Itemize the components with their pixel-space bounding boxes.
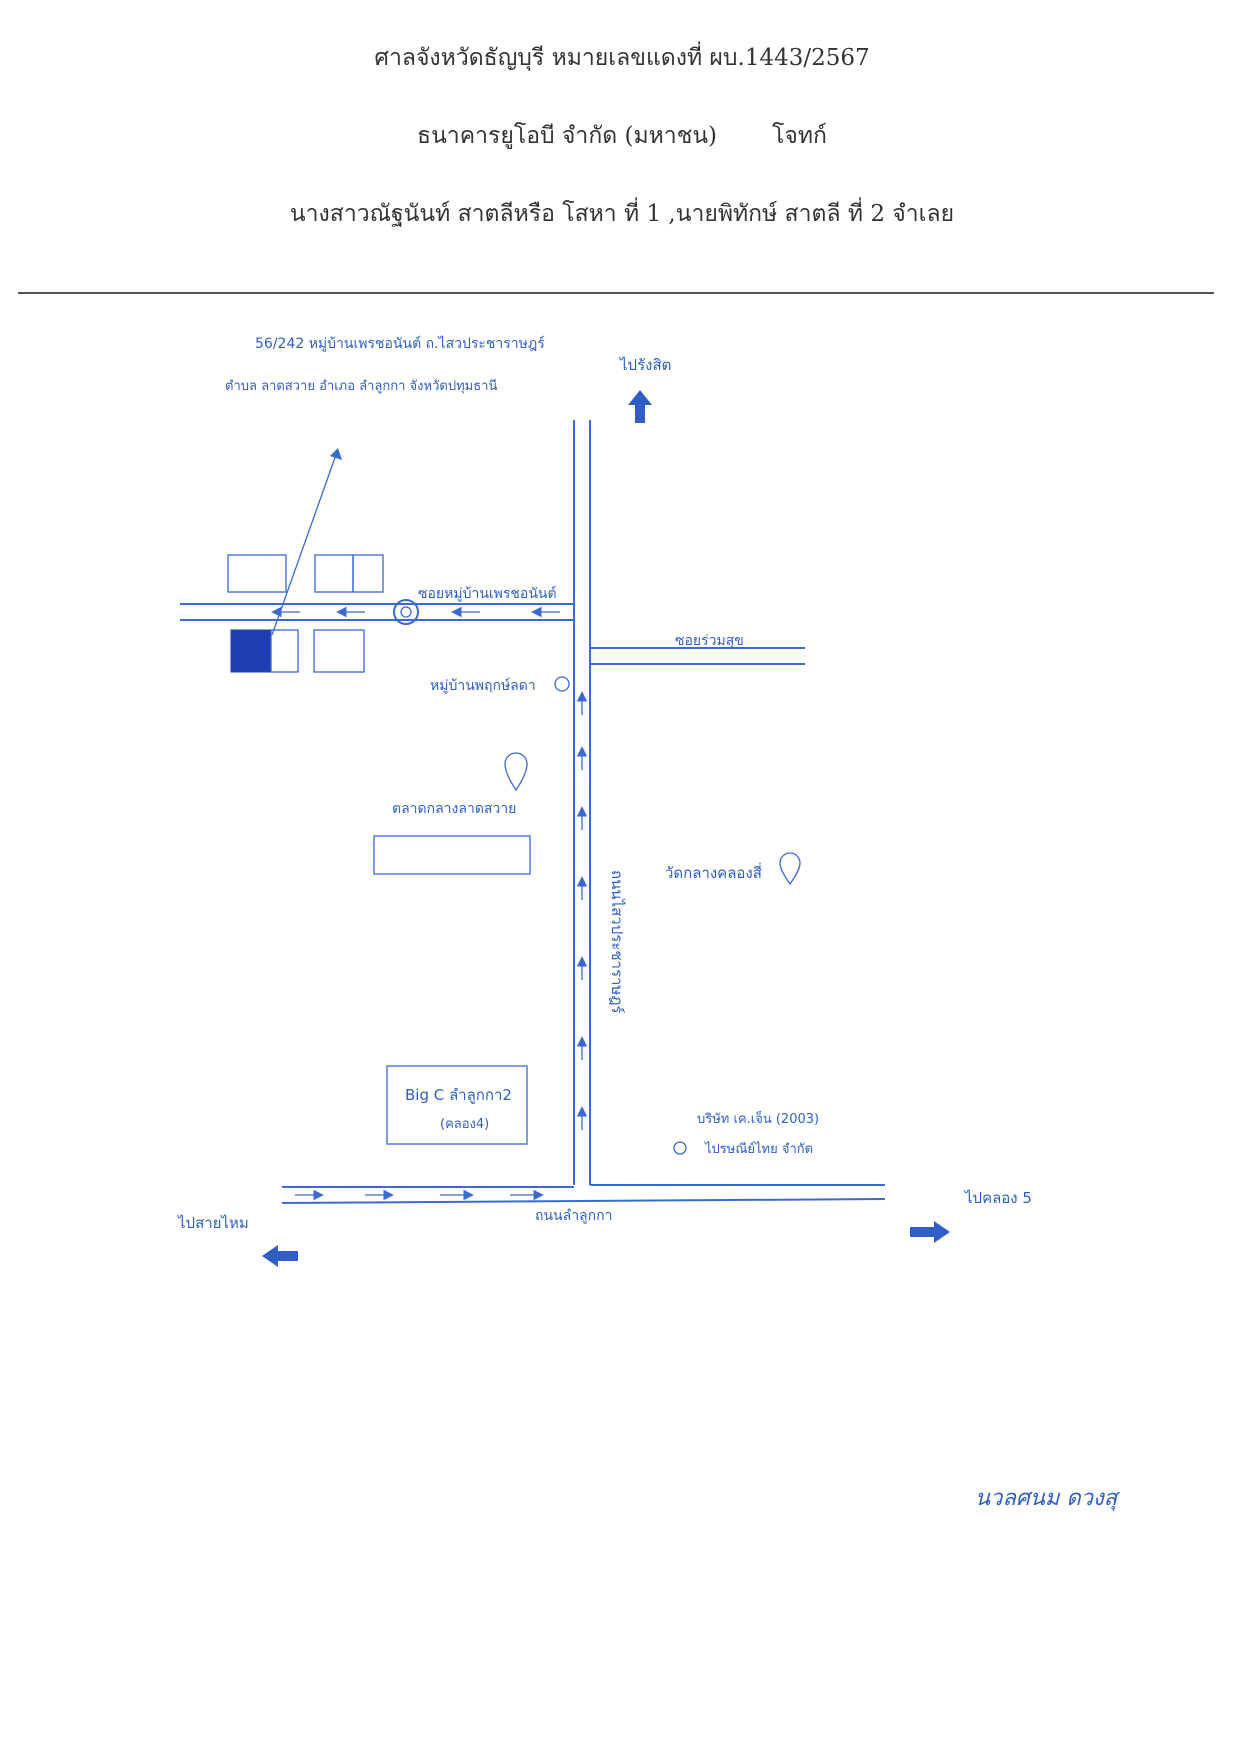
- to-north-label: ไปรังสิต: [619, 356, 671, 374]
- house-block: [314, 554, 354, 593]
- pointer-line: [271, 451, 338, 636]
- header-divider: [18, 292, 1214, 294]
- address-line1: 56/242 หมู่บ้านเพรชอนันต์ ถ.ไสวประชาราษฎ…: [255, 335, 545, 352]
- house-block: [227, 554, 287, 593]
- village-label: หมู่บ้านพฤกษ์ลดา: [430, 677, 536, 694]
- bigc-building: [386, 1065, 528, 1145]
- north-arrow-icon: [628, 390, 652, 423]
- pointer-arrowhead: [330, 448, 342, 460]
- soi-village-label: ซอยหมู่บ้านเพรชอนันต์: [418, 585, 557, 602]
- company-label-line1: บริษัท เค.เจ็น (2003): [697, 1109, 819, 1127]
- plaintiff-role: โจทก์: [772, 123, 827, 149]
- temple-pin-icon: [779, 852, 801, 886]
- plaintiff-line: ธนาคารยูโอบี จำกัด (มหาชน) โจทก์: [0, 118, 1244, 154]
- case-title: ศาลจังหวัดธัญบุรี หมายเลขแดงที่ ผบ.1443/…: [374, 45, 870, 71]
- target-parcel: [230, 629, 272, 673]
- market-label: ตลาดกลางลาดสวาย: [392, 801, 516, 817]
- house-block: [270, 629, 299, 673]
- main-road-label: ถนนไสวประชาราษฎร์: [608, 870, 626, 1013]
- company-pin-icon: [673, 1141, 687, 1155]
- temple-label: วัดกลางคลองสี่: [665, 862, 762, 882]
- road-bottom-label: ถนนลำลูกกา: [535, 1208, 612, 1224]
- to-west-label: ไปสายไหม: [177, 1214, 249, 1232]
- soi-right-label: ซอยร่วมสุข: [675, 633, 744, 649]
- plaintiff-name: ธนาคารยูโอบี จำกัด (มหาชน): [417, 123, 718, 149]
- east-arrow-icon: [910, 1221, 950, 1243]
- to-east-label: ไปคลอง 5: [964, 1189, 1032, 1207]
- company-label-line2: ไปรษณีย์ไทย จำกัด: [704, 1141, 813, 1157]
- signature: นวลศนม ดวงสุ: [975, 1486, 1121, 1511]
- soi-entrance-icon: [393, 599, 419, 625]
- defendant-line: นางสาวณัฐนันท์ สาตลีหรือ โสหา ที่ 1 ,นาย…: [289, 201, 955, 227]
- house-block: [313, 629, 365, 673]
- market-pin-icon: [504, 752, 528, 792]
- village-pin-icon: [554, 676, 570, 692]
- bigc-label-line2: (คลอง4): [440, 1117, 489, 1132]
- bottom-road-bottom-edge: [281, 1198, 886, 1204]
- west-arrow-icon: [262, 1245, 298, 1267]
- bigc-label-line1: Big C ลำลูกกา2: [405, 1086, 512, 1104]
- soi-entrance-icon-inner: [400, 606, 412, 618]
- address-line2: ตำบล ลาดสวาย อำเภอ ลำลูกกา จังหวัดปทุมธา…: [225, 378, 497, 394]
- market-building: [373, 835, 531, 875]
- house-block: [352, 554, 384, 593]
